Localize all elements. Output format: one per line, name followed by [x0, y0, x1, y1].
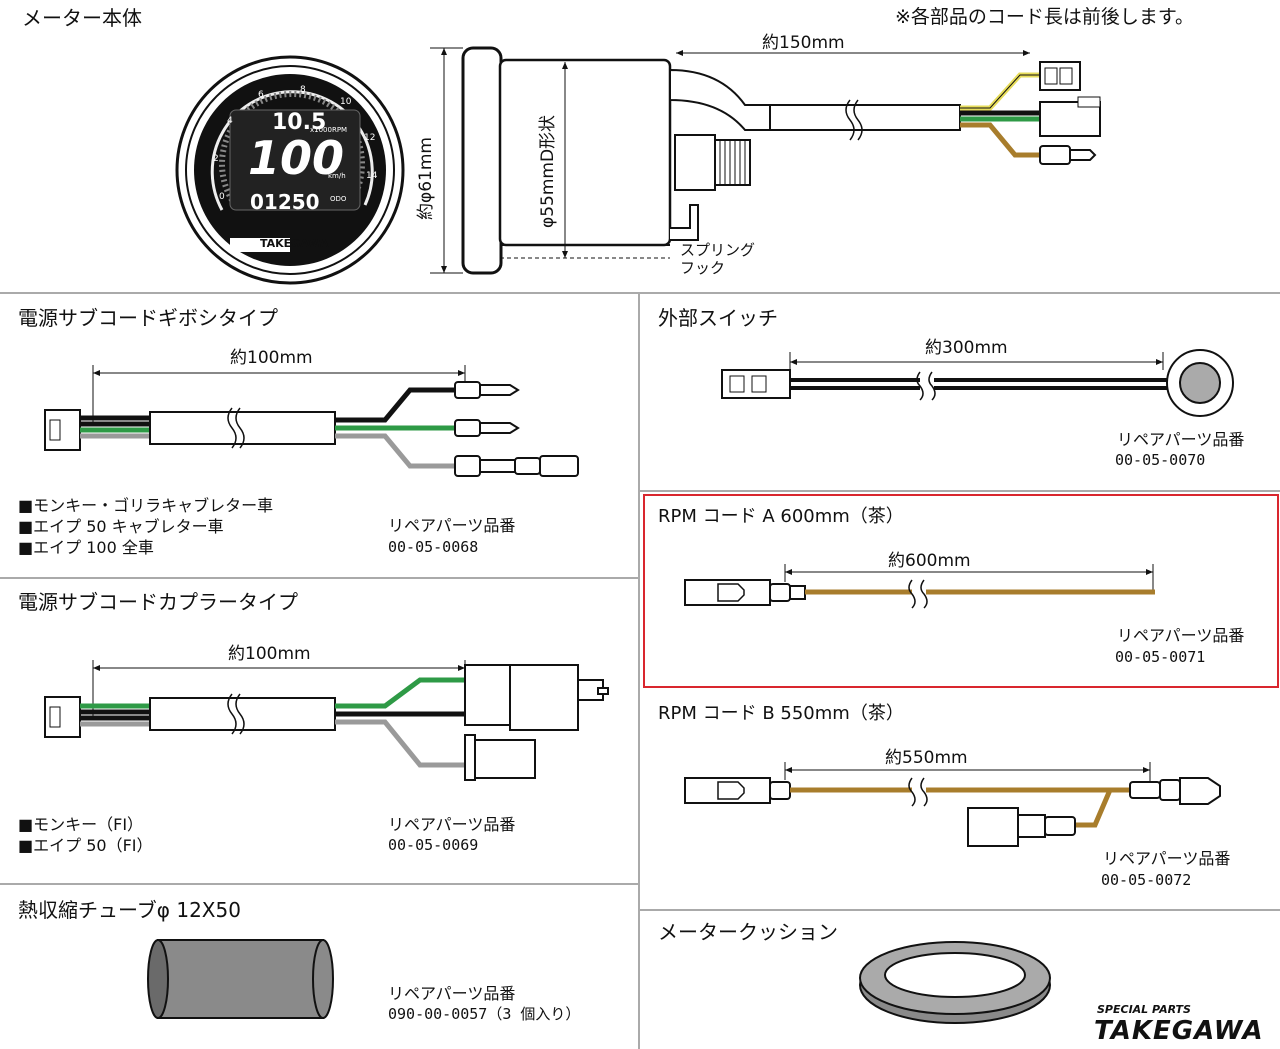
heat-shrink-title: 熱収縮チューブφ 12X50 — [18, 898, 241, 922]
meter-brand: TAKEGAWA — [260, 237, 329, 250]
meter-speed: 100 — [248, 131, 345, 185]
heat-shrink-tube-drawing — [147, 939, 334, 1019]
ext-switch-part-label: リペアパーツ品番 — [1117, 430, 1245, 449]
power-gibo-part-label: リペアパーツ品番 — [388, 516, 516, 535]
separator-left-2 — [0, 883, 638, 885]
power-coupler-vehicle-1: ■モンキー（FI） — [18, 815, 144, 834]
spring-hook-label-2: フック — [680, 259, 726, 277]
heat-shrink-part-label: リペアパーツ品番 — [388, 984, 516, 1003]
power-coupler-title: 電源サブコードカプラータイプ — [18, 590, 298, 614]
ext-switch-part-no: 00-05-0070 — [1115, 451, 1206, 469]
power-gibo-diagram — [44, 365, 579, 477]
heat-shrink-part-no: 090-00-0057（3 個入り） — [388, 1005, 581, 1023]
power-coupler-vehicle-2: ■エイプ 50（FI） — [18, 836, 153, 855]
meter-scale-12: 12 — [364, 133, 376, 143]
meter-odo-unit: ODO — [330, 195, 347, 203]
logo-line-2: TAKEGAWA — [1094, 1016, 1264, 1046]
power-gibo-length: 約100mm — [230, 348, 313, 368]
rpm-a-part-no: 00-05-0071 — [1115, 648, 1206, 666]
ext-switch-diagram — [721, 349, 1234, 417]
meter-scale-6: 6 — [258, 90, 264, 100]
power-coupler-diagram — [44, 660, 609, 781]
rpm-a-title: RPM コード A 600mm（茶） — [658, 506, 904, 527]
power-gibo-vehicle-1: ■モンキー・ゴリラキャブレター車 — [18, 496, 274, 515]
meter-scale-14: 14 — [366, 171, 378, 181]
power-coupler-part-no: 00-05-0069 — [388, 836, 479, 854]
meter-scale-8: 8 — [300, 85, 306, 95]
power-coupler-length: 約100mm — [228, 644, 311, 664]
meter-cushion-drawing — [859, 941, 1051, 1024]
meter-rpm-unit: x1000RPM — [310, 126, 348, 134]
length-note: ※各部品のコード長は前後します。 — [895, 6, 1195, 28]
meter-title: メーター本体 — [22, 6, 142, 30]
rpm-a-length: 約600mm — [888, 551, 971, 571]
meter-rpm-value: 10.5 — [272, 110, 327, 135]
separator-vertical — [638, 292, 640, 1049]
spring-hook-label-1: スプリング — [680, 241, 756, 259]
separator-left-1 — [0, 577, 638, 579]
ext-switch-length: 約300mm — [925, 338, 1008, 358]
meter-scale-2: 2 — [213, 154, 219, 164]
power-gibo-title: 電源サブコードギボシタイプ — [18, 306, 278, 330]
rpm-b-length: 約550mm — [885, 748, 968, 768]
highlight-box-rpm-a — [643, 494, 1279, 688]
meter-speed-unit: km/h — [328, 172, 346, 180]
meter-scale-4: 4 — [227, 116, 233, 126]
cushion-title: メータークッション — [658, 920, 838, 944]
meter-inner-diameter: φ55mmD形状 — [538, 114, 558, 228]
rpm-b-diagram — [684, 762, 1221, 847]
power-gibo-part-no: 00-05-0068 — [388, 538, 479, 556]
rpm-a-diagram — [684, 564, 1155, 609]
meter-front-view — [175, 55, 405, 285]
power-coupler-part-label: リペアパーツ品番 — [388, 815, 516, 834]
meter-odo-value: 01250 — [250, 190, 320, 214]
rpm-b-title: RPM コード B 550mm（茶） — [658, 703, 904, 724]
rpm-b-part-label: リペアパーツ品番 — [1103, 849, 1231, 868]
logo-line-1: SPECIAL PARTS — [1097, 1003, 1191, 1016]
ext-switch-title: 外部スイッチ — [658, 306, 778, 330]
power-gibo-vehicle-3: ■エイプ 100 全車 — [18, 538, 154, 557]
meter-side-view — [430, 46, 1101, 275]
separator-right-2 — [640, 909, 1280, 911]
meter-outer-diameter: 約φ61mm — [416, 137, 436, 220]
power-gibo-vehicle-2: ■エイプ 50 キャブレター車 — [18, 517, 224, 536]
rpm-b-part-no: 00-05-0072 — [1101, 871, 1192, 889]
rpm-a-part-label: リペアパーツ品番 — [1117, 626, 1245, 645]
meter-scale-10: 10 — [340, 97, 352, 107]
meter-scale-0: 0 — [219, 192, 225, 202]
separator-top — [0, 292, 1280, 294]
meter-cord-length: 約150mm — [762, 33, 845, 53]
separator-right-1 — [640, 490, 1280, 492]
